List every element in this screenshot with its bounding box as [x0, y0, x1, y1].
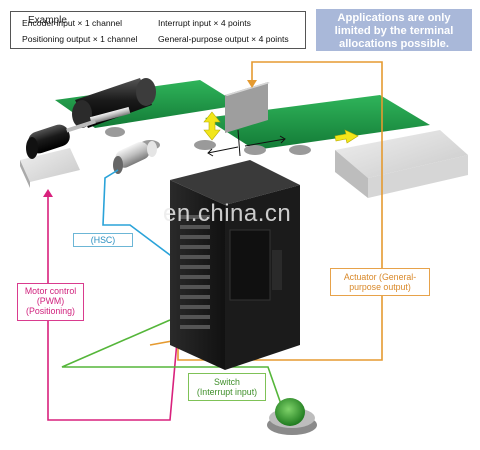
- hsc-label: (HSC): [73, 233, 133, 247]
- note-line: Applications are only: [337, 12, 451, 24]
- servo-motor: [20, 119, 96, 188]
- switch-wire: [61, 319, 283, 408]
- example-title: Example: [26, 15, 69, 27]
- example-item-positioning: Positioning output × 1 channel: [22, 34, 138, 44]
- example-item-general-output: General-purpose output × 4 points: [158, 34, 289, 44]
- vertical-arrow: [203, 111, 221, 141]
- conveyor-belt-right: [205, 95, 430, 150]
- direction-arrow: [334, 129, 359, 144]
- example-item-encoder: Encoder input × 1 channel: [22, 18, 123, 28]
- motor-label-line: (PWM): [36, 296, 65, 306]
- switch-label-line: (Interrupt input): [196, 387, 258, 397]
- encoder: [113, 141, 157, 174]
- example-item-interrupt: Interrupt input × 4 points: [158, 18, 251, 28]
- plc-unit: [170, 160, 300, 370]
- switch-label-line: Switch: [214, 377, 240, 387]
- note-line: allocations possible.: [338, 38, 450, 50]
- applications-note: Applications are only limited by the ter…: [316, 9, 472, 51]
- motor-control-label: Motor control (PWM) (Positioning): [17, 283, 84, 321]
- actuator-label-line: purpose output): [349, 282, 411, 292]
- actuator-label-line: Actuator (General-: [343, 272, 417, 282]
- motor-label-line: (Positioning): [26, 306, 75, 316]
- sensor-plate: [225, 82, 270, 133]
- example-box: Example: [10, 11, 306, 49]
- actuator-block: [335, 130, 468, 198]
- motor-label-line: Motor control: [24, 286, 77, 296]
- dimension-marks: [207, 129, 286, 157]
- watermark: en.china.cn: [163, 200, 292, 227]
- note-line: limited by the terminal: [334, 25, 454, 37]
- switch-label: Switch (Interrupt input): [188, 373, 266, 401]
- drive-roller: [72, 78, 156, 128]
- hsc-wire: [102, 169, 191, 271]
- push-button-switch: [267, 398, 317, 435]
- actuator-label: Actuator (General- purpose output): [330, 268, 430, 296]
